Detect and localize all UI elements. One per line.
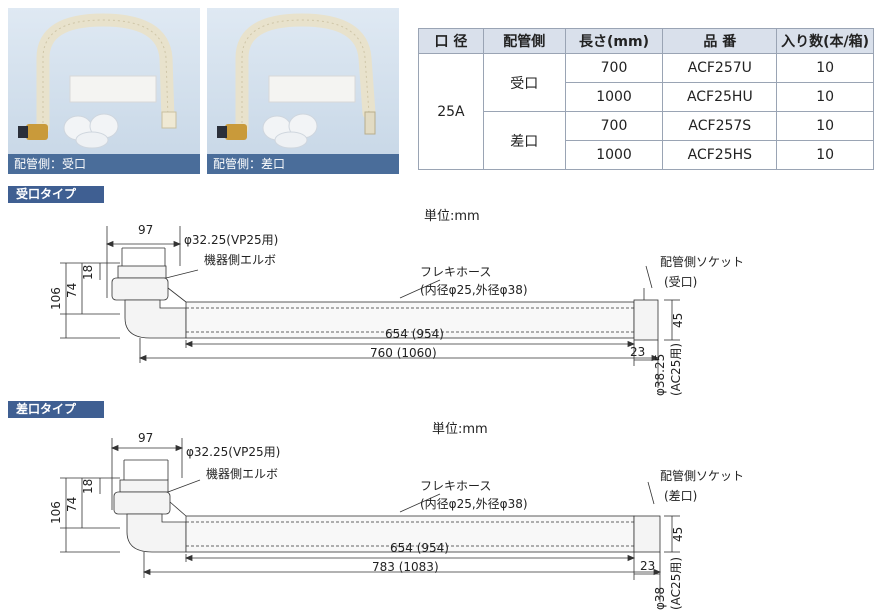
dim-106: 106 [49, 501, 63, 524]
dim-socket-standard: (AC25用) [669, 557, 683, 610]
unit-label: 単位:mm [432, 422, 488, 437]
label-flex-hose: フレキホース [420, 265, 491, 279]
table-row: 差口 700 ACF257S 10 [419, 111, 874, 170]
spec-table-header-row: 口 径 配管側 長さ(mm) 品 番 入り数(本/箱) [418, 28, 874, 54]
dim-total-length: 783 (1083) [372, 560, 439, 574]
dim-45: 45 [671, 527, 685, 542]
product-photo-socket-insert: 配管側：差口 [207, 8, 399, 174]
table-row: 25A 受口 700 ACF257U 10 [418, 53, 874, 170]
dim-74: 74 [65, 283, 79, 298]
cell-pipe-side: 差口 [482, 111, 566, 170]
dim-18: 18 [81, 265, 95, 280]
label-hose-spec: (内径φ25,外径φ38) [420, 283, 528, 297]
photo-caption: 配管側：受口 [8, 154, 200, 174]
dim-socket-standard: (AC25用) [669, 343, 683, 396]
header-quantity: 入り数(本/箱) [776, 28, 874, 54]
photo-caption: 配管側：差口 [207, 154, 399, 174]
cell-length: 1000 [564, 140, 664, 170]
unit-label: 単位:mm [424, 209, 480, 224]
dim-18: 18 [81, 479, 95, 494]
cell-part-number: ACF25HU [662, 82, 778, 112]
cell-diameter: 25A [418, 53, 484, 170]
type-badge-insert: 差口タイプ [8, 401, 104, 418]
cell-pipe-side: 受口 [482, 53, 566, 112]
dim-socket-diameter: φ38 [653, 587, 667, 610]
cell-quantity: 10 [776, 82, 874, 112]
table-row: 1000 ACF25HS 10 [419, 140, 874, 170]
hose-photo-illustration [217, 13, 376, 149]
dim-45: 45 [671, 313, 685, 328]
dim-pipe-diameter: φ32.25(VP25用) [186, 445, 280, 459]
hose-photo-illustration [18, 13, 177, 149]
cell-length: 1000 [564, 82, 664, 112]
dimension-drawing-receive: 97 φ32.25(VP25用) 機器側エルボ 18 74 106 フレキホース… [49, 223, 744, 396]
dim-socket-diameter: φ38.25 [653, 354, 667, 396]
label-hose-spec: (内径φ25,外径φ38) [420, 497, 528, 511]
dim-total-length: 760 (1060) [370, 346, 437, 360]
label-equipment-elbow: 機器側エルボ [204, 252, 276, 267]
label-socket-title: 配管側ソケット [660, 254, 744, 269]
cell-part-number: ACF257S [662, 111, 778, 141]
cell-part-number: ACF25HS [662, 140, 778, 170]
cell-length: 700 [564, 53, 664, 83]
dim-97: 97 [138, 431, 153, 445]
product-photo-socket-receive: 配管側：受口 [8, 8, 200, 174]
label-socket-type: (受口) [664, 275, 697, 289]
header-pipe-side: 配管側 [482, 28, 566, 54]
cell-quantity: 10 [776, 140, 874, 170]
header-part-number: 品 番 [662, 28, 778, 54]
dim-23: 23 [630, 345, 645, 359]
dim-pipe-diameter: φ32.25(VP25用) [184, 233, 278, 247]
cell-part-number: ACF257U [662, 53, 778, 83]
label-socket-type: (差口) [664, 489, 697, 503]
type-badge-receive: 受口タイプ [8, 186, 104, 203]
dim-23: 23 [640, 559, 655, 573]
cell-length: 700 [564, 111, 664, 141]
dim-97: 97 [138, 223, 153, 237]
cell-quantity: 10 [776, 111, 874, 141]
spec-table: 口 径 配管側 長さ(mm) 品 番 入り数(本/箱) 25A 受口 700 A… [418, 28, 874, 170]
cell-quantity: 10 [776, 53, 874, 83]
dim-hose-length: 654 (954) [390, 541, 449, 555]
table-row: 1000 ACF25HU 10 [419, 82, 874, 112]
label-equipment-elbow: 機器側エルボ [206, 466, 278, 481]
dimension-drawing-insert: 97 φ32.25(VP25用) 機器側エルボ 18 74 106 フレキホース… [49, 431, 744, 610]
header-diameter: 口 径 [418, 28, 484, 54]
label-socket-title: 配管側ソケット [660, 468, 744, 483]
label-flex-hose: フレキホース [420, 479, 491, 493]
dim-106: 106 [49, 287, 63, 310]
dim-74: 74 [65, 497, 79, 512]
dim-hose-length: 654 (954) [385, 327, 444, 341]
header-length: 長さ(mm) [564, 28, 664, 54]
